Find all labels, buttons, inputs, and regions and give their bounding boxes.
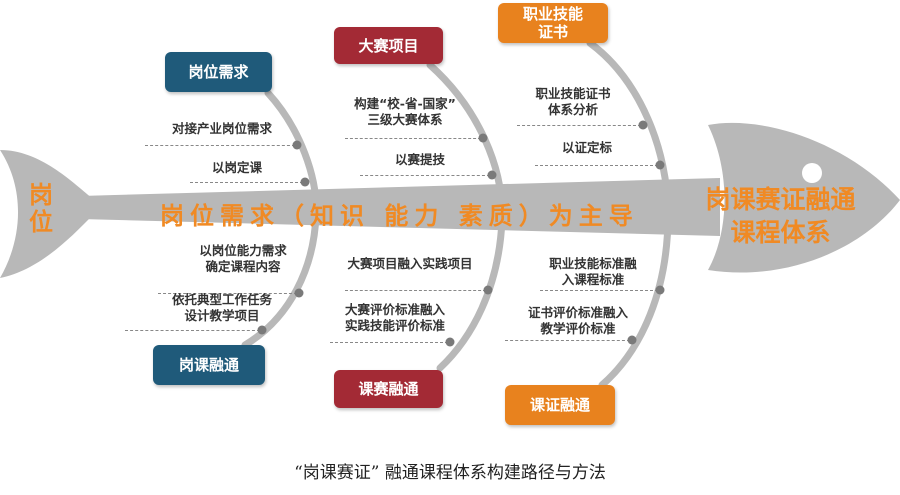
item-label: 大赛项目融入实践项目 — [347, 256, 473, 271]
item-label: 职业技能证书 体系分析 — [535, 86, 611, 117]
item-dot — [655, 160, 665, 170]
item-divider — [190, 182, 303, 183]
item-label: 以证定标 — [561, 140, 613, 155]
fish-tail — [0, 150, 92, 278]
item-dot — [294, 288, 304, 298]
tail-label: 岗位 — [29, 181, 53, 236]
fish-head — [708, 122, 900, 273]
item-label: 以岗定课 — [211, 160, 263, 175]
head-label: 岗课赛证融通 课程体系 — [698, 183, 863, 249]
bone-1 — [241, 89, 320, 349]
fish-eye — [802, 163, 822, 183]
item-divider — [345, 138, 481, 139]
category-box-zhiye-jineng-zhengshu: 职业技能 证书 — [498, 3, 608, 43]
category-box-gangwei-xuqiu: 岗位需求 — [165, 52, 272, 92]
head-line-2: 课程体系 — [730, 218, 831, 247]
item-divider — [535, 165, 658, 166]
item-divider — [345, 290, 486, 291]
item-dot — [487, 170, 497, 180]
head-line-1: 岗课赛证融通 — [705, 185, 856, 214]
item-label: 职业技能标准融 入课程标准 — [549, 256, 637, 287]
item-dot — [445, 337, 455, 347]
item-dot — [638, 120, 648, 130]
item-divider — [505, 340, 630, 341]
category-box-kezheng-rongtong: 课证融通 — [505, 385, 615, 425]
spine-label: 岗位需求（知识 能力 素质）为主导 — [160, 202, 639, 230]
fish-spine — [80, 178, 720, 236]
item-divider — [158, 293, 297, 294]
item-dot — [292, 140, 302, 150]
category-box-dasai-xiangmu: 大赛项目 — [334, 27, 443, 64]
item-divider — [145, 145, 295, 146]
bone-3 — [586, 39, 672, 389]
item-dot — [478, 133, 488, 143]
item-label: 以岗位能力需求 确定课程内容 — [199, 243, 287, 274]
item-divider — [125, 330, 260, 331]
item-label: 对接产业岗位需求 — [171, 121, 273, 136]
item-dot — [627, 335, 637, 345]
item-divider — [540, 290, 658, 291]
item-dot — [300, 177, 310, 187]
item-dot — [655, 285, 665, 295]
item-label: 以赛提技 — [394, 152, 446, 167]
item-label: 证书评价标准融入 教学评价标准 — [527, 305, 629, 336]
category-box-gangke-rongtong: 岗课融通 — [153, 345, 265, 385]
item-label: 依托典型工作任务 设计教学项目 — [171, 292, 273, 323]
bone-2 — [426, 61, 506, 372]
item-divider — [360, 175, 490, 176]
figure-caption: “岗课赛证” 融通课程体系构建路径与方法 — [294, 463, 606, 483]
item-dot — [257, 325, 267, 335]
item-divider — [517, 125, 641, 126]
category-box-kesai-rongtong: 课赛融通 — [334, 370, 443, 408]
item-label: 大赛评价标准融入 实践技能评价标准 — [344, 302, 446, 333]
item-divider — [330, 342, 448, 343]
item-label: 构建“校-省-国家” 三级大赛体系 — [354, 96, 456, 127]
item-dot — [483, 285, 493, 295]
